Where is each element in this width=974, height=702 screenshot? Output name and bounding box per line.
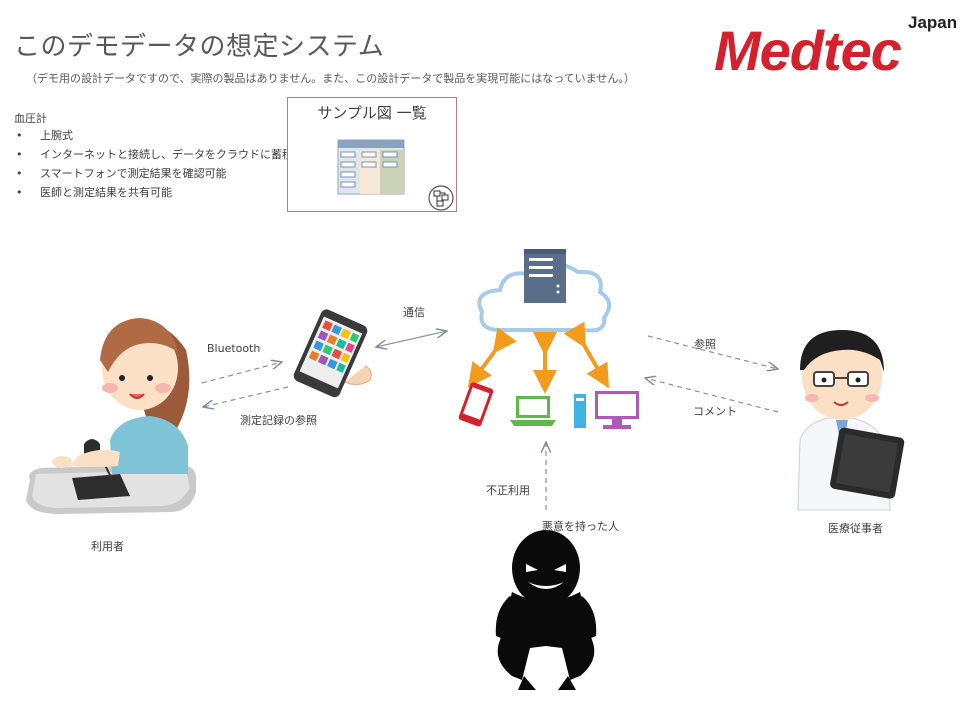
device-heading: 血圧計 [14, 112, 47, 125]
records-arrow [203, 386, 289, 407]
bluetooth-arrow [201, 362, 282, 384]
reference-label: 参照 [694, 338, 716, 351]
logo-main-text: Medtec [714, 19, 902, 76]
malicious-person-icon [495, 530, 597, 690]
bluetooth-label: Bluetooth [207, 342, 261, 355]
records-label: 測定記録の参照 [240, 414, 317, 427]
malicious-person-label: 悪意を持った人 [542, 520, 619, 533]
tablet-icon [830, 427, 905, 499]
comm-label: 通信 [403, 306, 425, 319]
laptop-icon [510, 396, 556, 426]
desktop-pc-icon [574, 391, 639, 429]
page-title: このデモデータの想定システム [14, 32, 385, 62]
unauthorized-label: 不正利用 [486, 484, 530, 497]
page-subtitle: （デモ用の設計データですので、実際の製品はありません。また、この設計データで製品… [26, 72, 635, 85]
sync-arrows [467, 321, 609, 394]
feature-item: スマートフォンで測定結果を確認可能 [14, 167, 293, 186]
medical-staff-label: 医療従事者 [828, 522, 883, 535]
patient-icon [52, 318, 190, 474]
reference-arrow [647, 335, 778, 369]
feature-item: 上腕式 [14, 129, 293, 148]
logo-sub-text: Japan [908, 13, 957, 32]
server-icon [524, 249, 566, 303]
medtec-japan-logo: Japan Medtec [714, 13, 957, 76]
comm-arrow-to-phone [376, 330, 448, 347]
feature-list: 上腕式 インターネットと接続し、データをクラウドに蓄積 スマートフォンで測定結果… [14, 129, 293, 205]
sample-card-title: サンプル図 一覧 [317, 104, 427, 122]
sample-diagram-card[interactable]: サンプル図 一覧 [287, 97, 457, 212]
smartphone-icon [293, 309, 368, 398]
feature-item: インターネットと接続し、データをクラウドに蓄積 [14, 148, 293, 167]
evil-face-icon [526, 564, 566, 589]
mobile-phone-icon [458, 382, 494, 427]
hand-icon [344, 365, 372, 386]
user-label: 利用者 [91, 540, 124, 553]
table-thumbnail-icon [337, 139, 405, 195]
feature-item: 医師と測定結果を共有可能 [14, 186, 293, 205]
diagram-link-icon[interactable] [427, 184, 455, 212]
comment-arrow [645, 378, 779, 413]
comment-label: コメント [693, 405, 737, 418]
